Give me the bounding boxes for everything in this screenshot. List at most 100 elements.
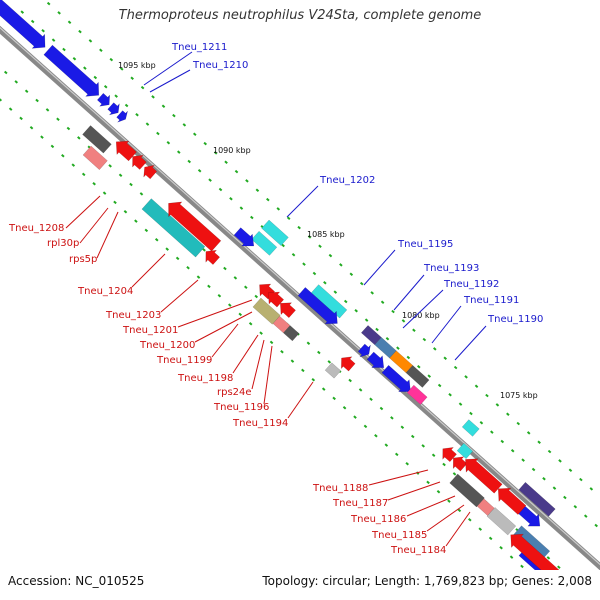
leader-tneu-1202 (286, 185, 319, 218)
tick-mark (537, 440, 541, 444)
tick-mark (290, 359, 295, 363)
tick-mark (280, 350, 284, 354)
label-tneu-1190: Tneu_1190 (487, 314, 543, 325)
tick-mark (88, 39, 93, 43)
tick-mark (448, 393, 452, 397)
tick-mark (390, 416, 394, 420)
tick-mark (375, 327, 379, 332)
scale-label-1075: 1075 kbp (500, 391, 538, 400)
tick-mark (172, 113, 176, 118)
leader-rps5p (96, 211, 119, 259)
gene-tneu-1202-b (261, 219, 289, 246)
tick-mark (24, 89, 29, 93)
tick-mark (254, 294, 259, 299)
tick-mark (443, 356, 448, 360)
tick-mark (306, 341, 311, 345)
gene-tneu-1211 (96, 92, 110, 107)
tick-mark (421, 444, 425, 448)
tick-mark (412, 328, 416, 332)
tick-mark (92, 182, 96, 186)
tick-mark (154, 238, 159, 242)
tick-mark (259, 331, 263, 335)
gene-tneu-1204 (141, 198, 206, 258)
gene-reverse (497, 487, 527, 515)
tick-mark (442, 462, 446, 467)
tick-mark (182, 123, 187, 127)
tick-mark (41, 29, 45, 33)
tick-mark (61, 154, 65, 158)
label-tneu-1191: Tneu_1191 (463, 295, 519, 306)
tick-mark (234, 169, 239, 174)
tick-mark (485, 393, 489, 398)
tick-mark (229, 197, 233, 201)
tick-mark (394, 452, 399, 457)
label-rpl30p: rpl30p (47, 238, 79, 249)
tick-mark (72, 57, 77, 61)
tick-mark (343, 299, 348, 304)
tick-mark (521, 458, 525, 462)
gene-tneu-1196 (283, 325, 300, 342)
leader-tneu-1211 (143, 51, 193, 86)
tick-mark (78, 29, 82, 34)
label-tneu-1196: Tneu_1196 (213, 402, 269, 413)
tick-mark (130, 76, 134, 80)
leader-tneu-1185 (426, 504, 465, 532)
tick-mark (573, 505, 578, 509)
tick-mark (269, 340, 274, 345)
tick-mark (558, 459, 562, 463)
tick-mark (405, 462, 409, 466)
tick-mark (4, 70, 8, 75)
gene-tneu-1187 (465, 458, 503, 494)
leader-tneu-1201 (177, 299, 253, 328)
leader-tneu-1210 (149, 69, 191, 93)
tick-mark (547, 449, 552, 454)
gene-reverse (452, 456, 468, 472)
tick-mark (520, 564, 524, 569)
label-tneu-1203: Tneu_1203 (105, 310, 161, 321)
label-tneu-1201: Tneu_1201 (122, 325, 178, 336)
tick-mark (499, 546, 503, 550)
tick-mark (119, 67, 124, 71)
tick-mark (370, 291, 374, 295)
tick-mark (457, 508, 462, 513)
gene-tneu-1185 (476, 498, 495, 516)
tick-mark (192, 132, 197, 136)
gene-forward (116, 110, 128, 123)
tick-mark (400, 425, 405, 429)
tick-mark (327, 360, 332, 364)
tick-mark (380, 300, 385, 304)
gene-magenta (406, 384, 428, 405)
tick-mark (542, 477, 546, 481)
gene-rpl30p (82, 145, 108, 171)
gene-tneu-1202 (251, 230, 278, 256)
tick-mark (385, 337, 390, 341)
tick-mark (369, 397, 373, 401)
tick-mark (500, 439, 505, 444)
tick-mark (468, 518, 472, 522)
label-tneu-1202: Tneu_1202 (319, 175, 375, 186)
gene-tneu-1190 (405, 365, 430, 388)
tick-mark (93, 75, 98, 80)
tick-mark (281, 243, 285, 248)
tick-mark (244, 285, 248, 289)
tick-mark (165, 247, 169, 251)
tick-mark (57, 11, 61, 15)
leader-tneu-1208 (65, 195, 101, 229)
tick-mark (363, 424, 368, 429)
tick-mark (557, 565, 561, 569)
tick-mark (166, 141, 171, 145)
tick-mark (427, 374, 432, 378)
tick-mark (102, 191, 107, 195)
tick-mark (233, 276, 238, 280)
label-tneu-1185: Tneu_1185 (371, 530, 427, 541)
tick-mark (406, 355, 411, 360)
tick-mark (71, 163, 76, 167)
tick-mark (410, 434, 415, 439)
tick-mark (349, 272, 354, 276)
tick-mark (46, 1, 51, 6)
tick-mark (14, 80, 19, 84)
tick-mark (307, 235, 312, 239)
tick-mark (114, 94, 118, 98)
tick-mark (286, 216, 291, 220)
